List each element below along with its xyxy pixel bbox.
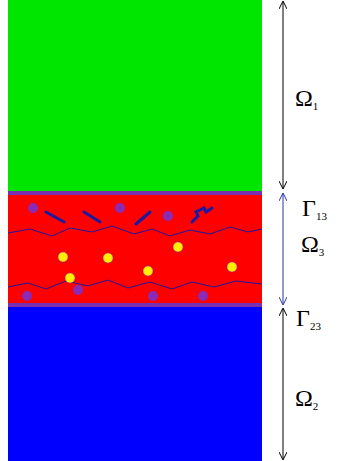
region-omega2 — [8, 307, 262, 461]
region-label: Γ13 — [302, 196, 327, 222]
dimension-arrow — [283, 309, 284, 459]
region-label: Ω1 — [295, 86, 318, 112]
fiber — [46, 208, 212, 224]
particle — [22, 203, 208, 301]
interface-band — [8, 191, 262, 307]
crack-line — [8, 226, 262, 236]
crack-line — [8, 280, 262, 289]
region-label: Ω2 — [295, 386, 318, 412]
region-omega1 — [8, 0, 262, 192]
dimension-arrow — [283, 2, 284, 188]
region-omega3 — [8, 195, 262, 303]
dimension-arrow — [283, 194, 284, 304]
region-label: Γ23 — [296, 306, 321, 332]
particle — [58, 242, 237, 283]
region-label: Ω3 — [301, 232, 324, 258]
